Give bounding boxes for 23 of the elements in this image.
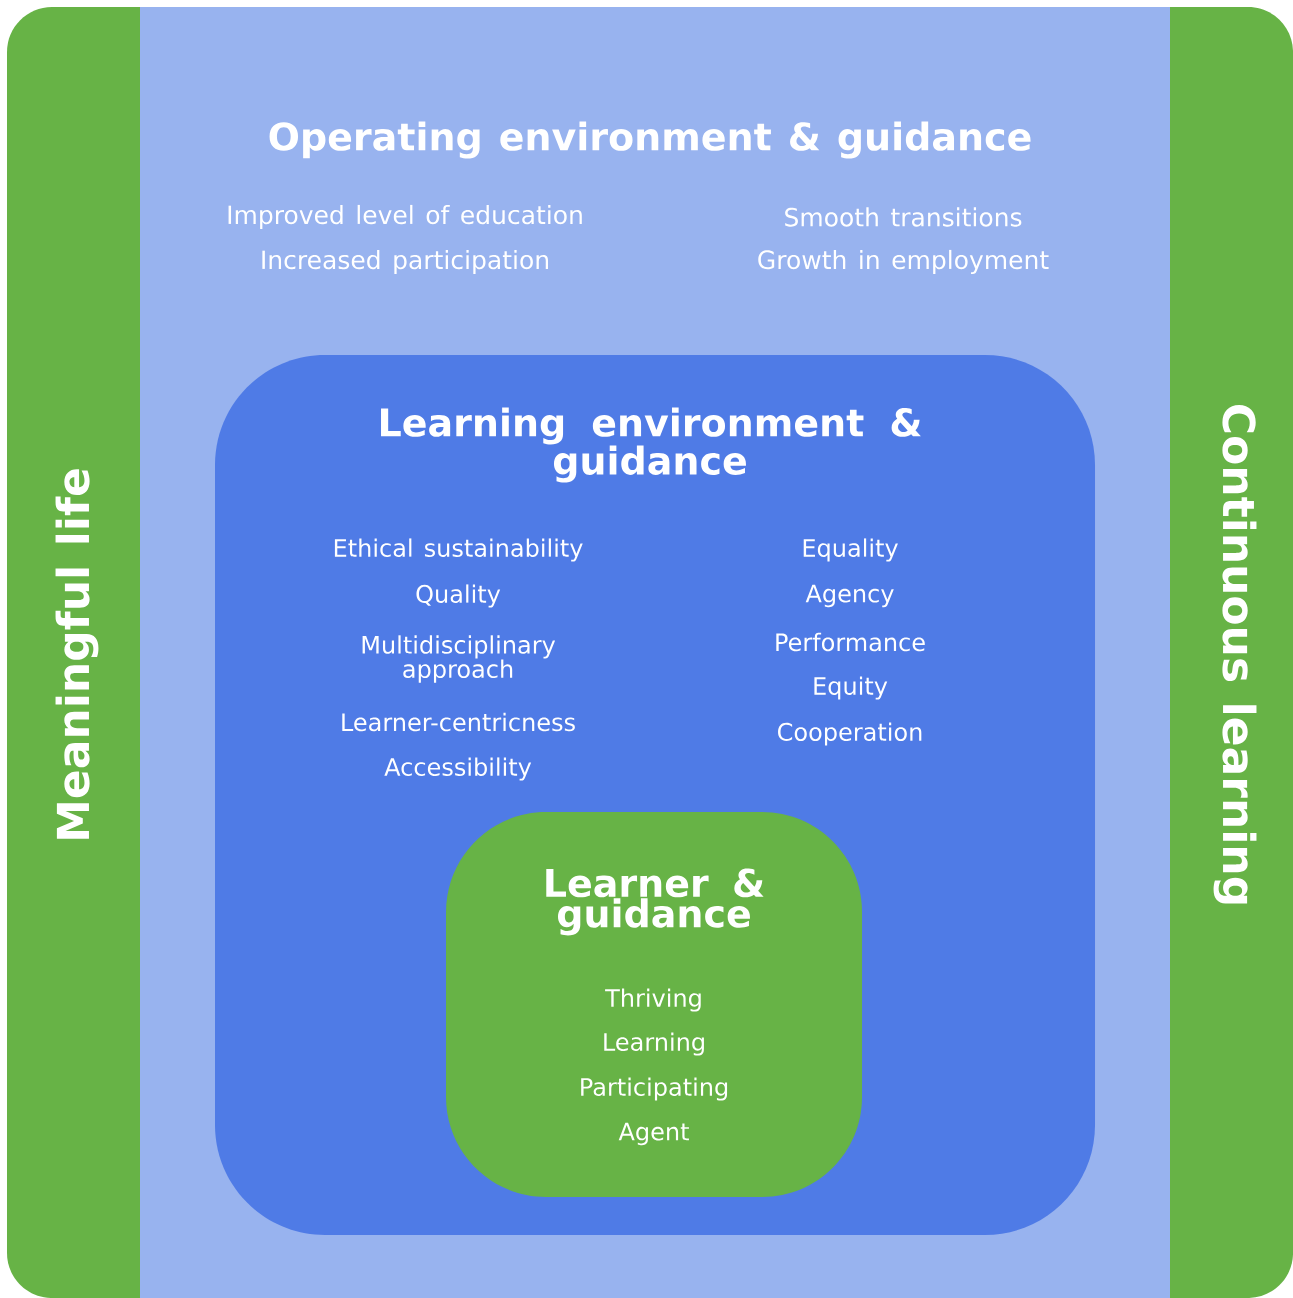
list-item: Accessibility bbox=[384, 757, 532, 781]
list-item: Thriving bbox=[605, 988, 701, 1012]
list-item: Agent bbox=[618, 1122, 689, 1146]
list-item: Growth in employment bbox=[758, 249, 1049, 275]
side-label: Meaningful life bbox=[55, 469, 99, 839]
heading: Operating environment & guidance bbox=[269, 121, 1031, 159]
list-item: Learner-centricness bbox=[342, 712, 575, 732]
list-item: Participating bbox=[581, 1077, 728, 1101]
list-item: Equality bbox=[803, 538, 898, 562]
list-item: Equity bbox=[814, 676, 888, 700]
list-item: Agency bbox=[805, 584, 894, 608]
list-item: Performance bbox=[776, 632, 925, 652]
list-item: Ethical sustainability bbox=[334, 538, 583, 562]
heading: Learner & guidance bbox=[546, 868, 764, 936]
list-item: Quality bbox=[416, 584, 501, 608]
list-item: Learning bbox=[604, 1032, 704, 1056]
list-item: Multidisciplinary approach bbox=[362, 635, 556, 683]
side-label: Continuous learning bbox=[1213, 405, 1257, 904]
list-item: Increased participation bbox=[262, 249, 548, 275]
list-item: Improved level of education bbox=[228, 204, 582, 230]
list-item: Smooth transitions bbox=[785, 207, 1022, 227]
heading: Learning environment & guidance bbox=[381, 407, 921, 483]
list-item: Cooperation bbox=[778, 722, 922, 746]
